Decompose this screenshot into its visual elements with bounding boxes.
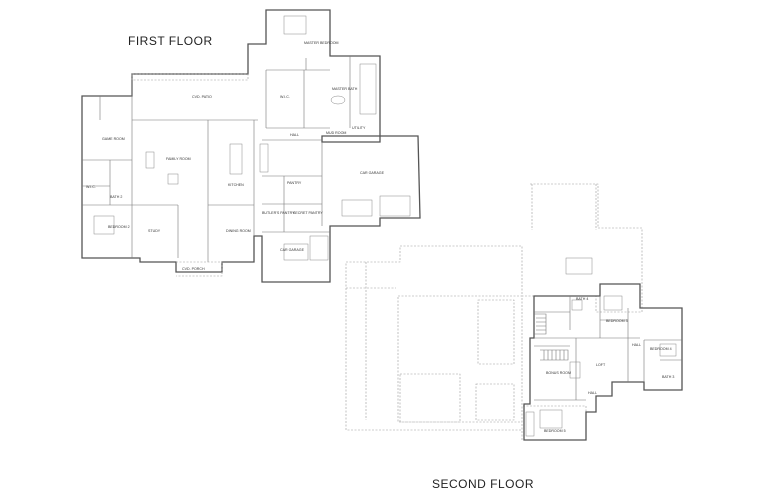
room-bedroom-2: BEDROOM 2 (108, 225, 130, 229)
room-study: STUDY (148, 229, 161, 233)
room-bedroom-3: BEDROOM 3 (606, 319, 628, 323)
room-bath-4: BATH 4 (576, 297, 588, 301)
room-game-room: GAME ROOM (102, 137, 125, 141)
second-floor: BATH 4 BEDROOM 3 BEDROOM 4 HALL BATH 3 B… (345, 183, 683, 491)
second-floor-stairs (534, 313, 569, 361)
room-bedroom-4: BEDROOM 4 (650, 347, 672, 351)
room-car-garage-2: CAR GARAGE (280, 248, 305, 252)
first-floor-title: FIRST FLOOR (128, 34, 213, 48)
room-kitchen: KITCHEN (228, 183, 244, 187)
room-wic-2: W.I.C. (86, 185, 96, 189)
second-floor-roof-underlay (345, 183, 643, 441)
first-floor: FIRST FLOOR MASTER BEDROOM W.I.C. MAST (81, 9, 421, 283)
room-utility: UTILITY (352, 126, 366, 130)
room-car-garage: CAR GARAGE (360, 171, 385, 175)
room-cvd-patio: CVD. PATIO (192, 95, 212, 99)
room-cvd-porch: CVD. PORCH (182, 267, 205, 271)
room-butlers-pantry: BUTLER'S PANTRY (262, 211, 295, 215)
room-hall: HALL (290, 133, 299, 137)
room-bath-3: BATH 3 (662, 375, 674, 379)
room-mud-room: MUD ROOM (326, 131, 346, 135)
room-hall-lower: HALL (588, 391, 597, 395)
room-bedroom-5: BEDROOM 5 (544, 429, 566, 433)
first-floor-interior-walls (82, 56, 351, 262)
first-floor-covered-patio (131, 73, 249, 277)
first-floor-outer-wall (81, 9, 421, 283)
first-floor-fixtures (93, 15, 411, 261)
room-pantry: PANTRY (287, 181, 302, 185)
room-master-bath: MASTER BATH (332, 87, 358, 91)
second-floor-title: SECOND FLOOR (432, 477, 534, 491)
room-hall-upper: HALL (632, 343, 641, 347)
room-dining-room: DINING ROOM (226, 229, 251, 233)
room-master-bedroom: MASTER BEDROOM (304, 41, 339, 45)
room-bath-2: BATH 2 (110, 195, 122, 199)
room-secret-pantry: SECRET PANTRY (293, 211, 323, 215)
first-floor-room-labels: MASTER BEDROOM W.I.C. MASTER BATH CVD. P… (86, 41, 385, 271)
room-master-wic: W.I.C. (280, 95, 290, 99)
room-loft: LOFT (596, 363, 606, 367)
second-floor-outer-wall (523, 283, 683, 441)
room-bonus-room: BONUS ROOM (546, 371, 571, 375)
room-family-room: FAMILY ROOM (166, 157, 191, 161)
second-floor-fixtures (525, 257, 677, 437)
second-floor-room-labels: BATH 4 BEDROOM 3 BEDROOM 4 HALL BATH 3 B… (544, 297, 674, 433)
second-floor-interior-walls (534, 296, 682, 401)
